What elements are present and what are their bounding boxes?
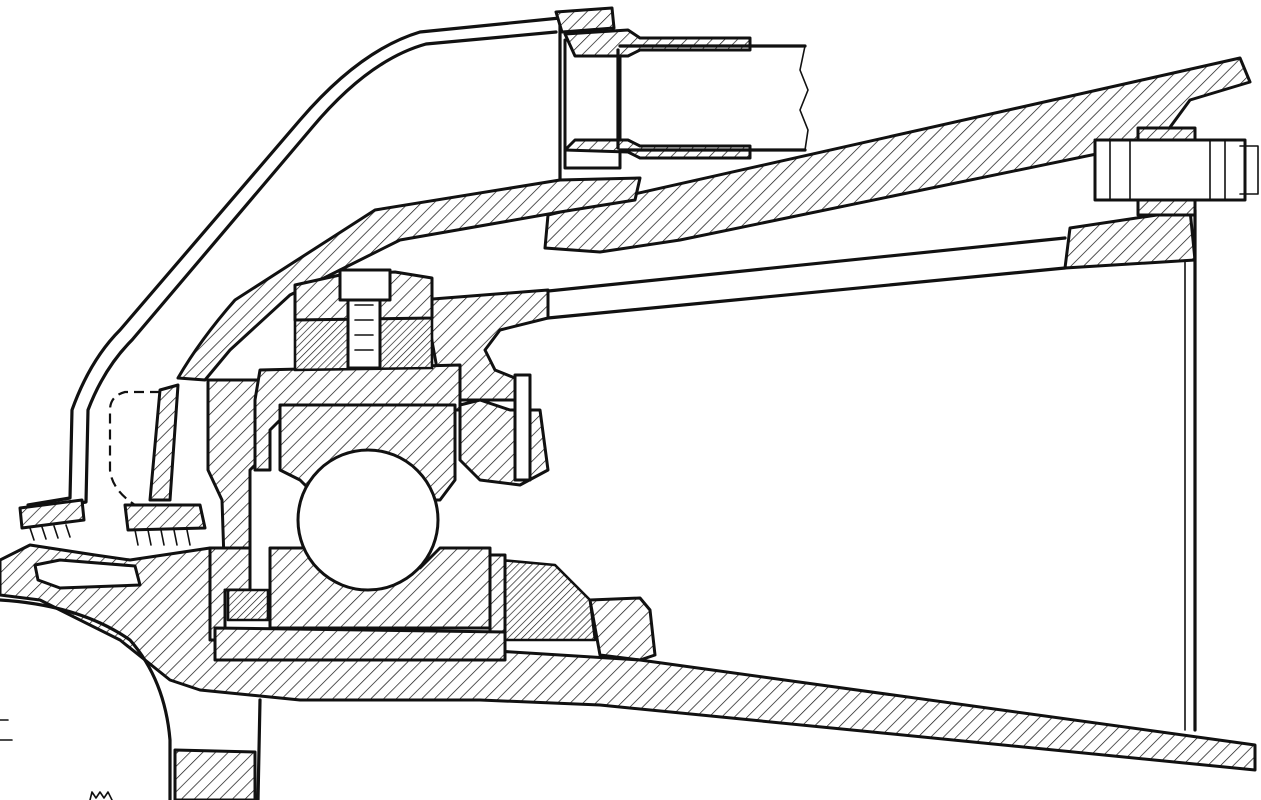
hex-bolt: [338, 268, 392, 370]
outer-casing: [26, 6, 616, 512]
main-support-cone: [148, 176, 642, 592]
disc-hub: [0, 598, 262, 800]
exhaust-duct: [563, 28, 809, 170]
labyrinth-seal-left: [18, 498, 86, 541]
bearing-ball: [296, 448, 440, 592]
flange-stud: [1093, 126, 1259, 217]
retainer-nut: [458, 373, 657, 662]
labyrinth-seal-right: [123, 503, 207, 546]
shaft: [0, 543, 1257, 772]
oil-passage: [108, 390, 160, 506]
